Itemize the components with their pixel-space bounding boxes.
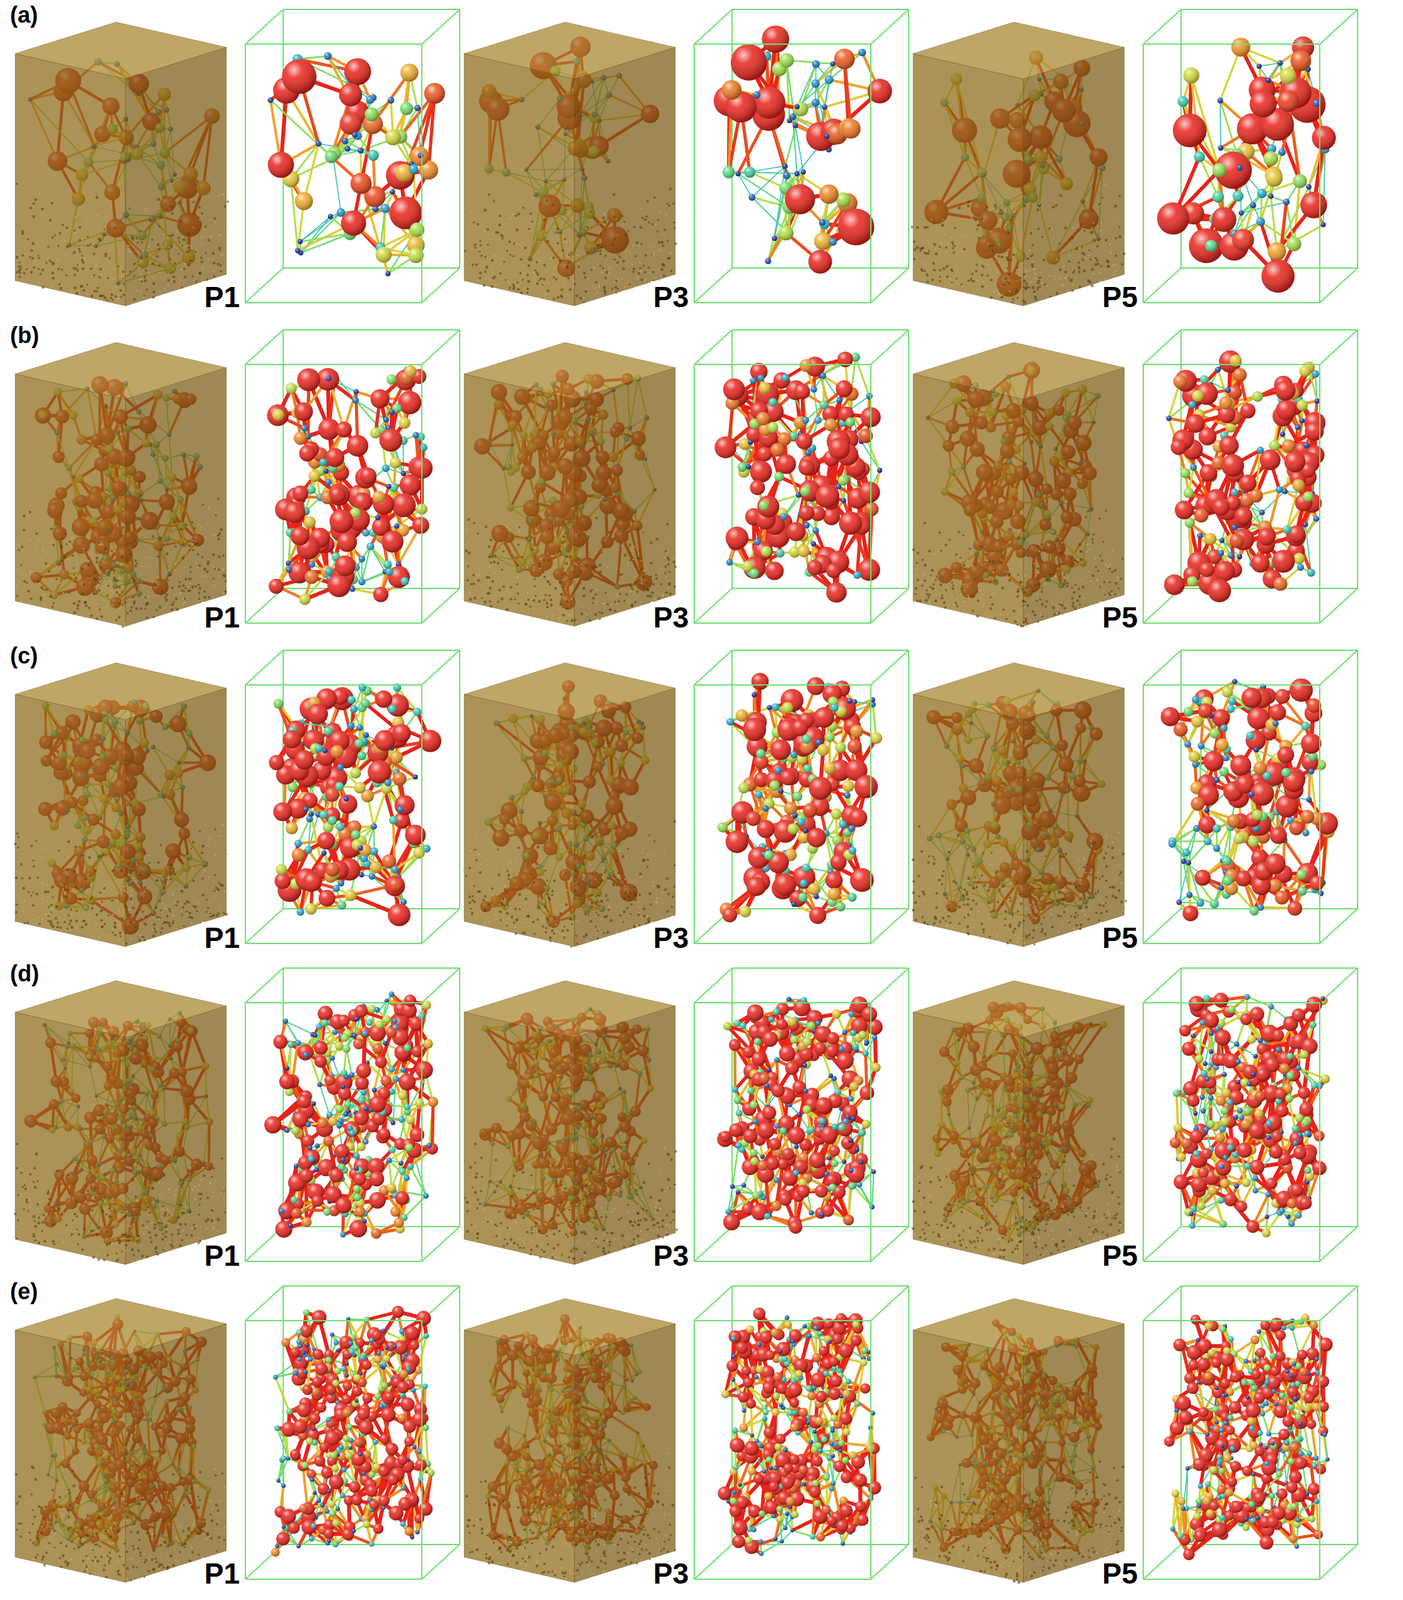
figure: (a)P1P3P5(b)P1P3P5(c)P1P3P5(d)P1P3P5(e)P… [0,0,1403,1600]
